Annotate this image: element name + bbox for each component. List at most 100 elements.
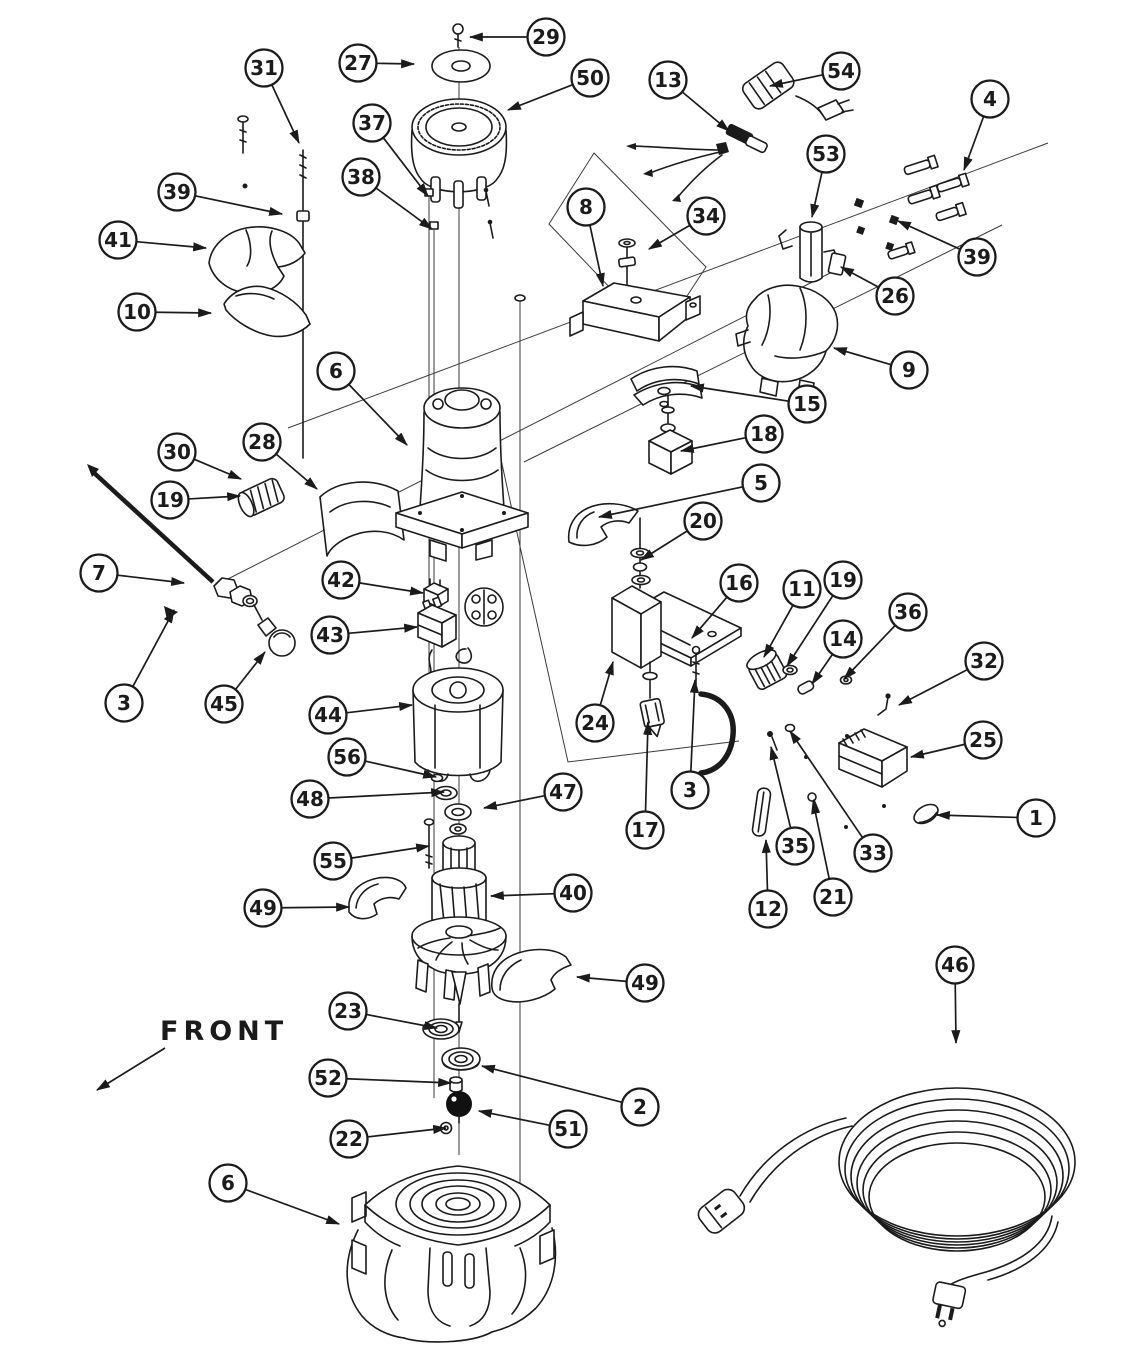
callout-number-20: 20 xyxy=(689,509,717,533)
callout-balloon-21 xyxy=(813,877,853,917)
front-indicator: FRONT xyxy=(96,1016,288,1091)
leader-arrow-49 xyxy=(281,902,351,912)
plug-connector xyxy=(795,95,854,121)
callout-balloon-42 xyxy=(321,560,361,600)
callout-balloon-39 xyxy=(157,172,197,212)
callout-balloon-48 xyxy=(290,779,330,819)
brush-ring xyxy=(464,587,504,627)
leader-arrow-1 xyxy=(935,810,1018,820)
callout-balloon-51 xyxy=(548,1109,588,1149)
callout-balloon-41 xyxy=(98,220,138,260)
callout-balloon-49 xyxy=(243,888,283,928)
callout-number-51: 51 xyxy=(554,1117,582,1141)
power-cord xyxy=(697,1087,1076,1328)
callout-balloon-14 xyxy=(823,619,863,659)
screw-3b xyxy=(691,645,701,685)
callout-number-19: 19 xyxy=(156,488,184,512)
callout-number-38: 38 xyxy=(347,165,375,189)
callout-balloon-26 xyxy=(875,276,915,316)
deflector-5 xyxy=(567,502,639,547)
callout-balloon-55 xyxy=(313,841,353,881)
callout-balloon-39 xyxy=(957,237,997,277)
callout-balloon-5 xyxy=(741,463,781,503)
deflector-49-left xyxy=(348,876,407,920)
leader-arrow-50 xyxy=(506,83,574,111)
switch xyxy=(648,395,693,475)
callout-balloon-3 xyxy=(670,770,710,810)
callout-number-9: 9 xyxy=(902,358,916,382)
callout-balloon-56 xyxy=(327,737,367,777)
callout-number-32: 32 xyxy=(970,649,998,673)
callout-number-56: 56 xyxy=(333,745,361,769)
leader-arrow-53 xyxy=(810,171,823,219)
callout-balloon-6 xyxy=(208,1163,248,1203)
leader-arrow-26 xyxy=(839,266,880,288)
callout-balloon-16 xyxy=(719,563,759,603)
callout-number-39: 39 xyxy=(163,180,191,204)
callout-number-29: 29 xyxy=(532,25,560,49)
callout-balloon-33 xyxy=(853,833,893,873)
leader-arrow-2 xyxy=(480,1064,623,1104)
base-housing xyxy=(346,1165,557,1343)
leader-arrow-13 xyxy=(681,91,730,132)
callout-balloon-18 xyxy=(744,414,784,454)
callout-balloon-1 xyxy=(1016,798,1056,838)
leader-arrow-17 xyxy=(643,720,653,812)
callout-balloon-13 xyxy=(648,60,688,100)
callout-balloon-44 xyxy=(308,695,348,735)
callout-number-17: 17 xyxy=(631,818,659,842)
callout-number-21: 21 xyxy=(819,885,847,909)
callout-balloon-8 xyxy=(566,187,606,227)
motor-housing xyxy=(735,284,839,397)
callout-number-24: 24 xyxy=(581,711,609,735)
callout-number-4: 4 xyxy=(983,87,997,111)
leader-arrow-35 xyxy=(769,745,792,829)
leader-arrow-54 xyxy=(768,73,824,88)
callout-balloon-31 xyxy=(244,48,284,88)
callout-number-33: 33 xyxy=(859,841,887,865)
leader-arrow-39 xyxy=(896,220,961,251)
callout-balloon-38 xyxy=(341,157,381,197)
callout-number-6: 6 xyxy=(329,359,343,383)
leader-arrow-7 xyxy=(117,574,186,587)
leader-arrow-42 xyxy=(359,582,425,596)
callout-number-49: 49 xyxy=(249,896,277,920)
leader-arrow-21 xyxy=(811,799,831,880)
leader-arrow-11 xyxy=(763,604,794,659)
callout-number-15: 15 xyxy=(793,392,821,416)
leader-arrow-19 xyxy=(786,595,834,667)
callout-balloon-29 xyxy=(526,17,566,57)
leader-arrow-18 xyxy=(679,436,747,453)
callout-number-31: 31 xyxy=(250,56,278,80)
callout-number-55: 55 xyxy=(319,849,347,873)
callout-balloon-47 xyxy=(543,772,583,812)
front-label: FRONT xyxy=(160,1016,288,1047)
leader-arrow-47 xyxy=(482,794,546,810)
leader-arrow-27 xyxy=(376,59,416,69)
callout-balloon-25 xyxy=(963,720,1003,760)
leader-arrow-5 xyxy=(597,485,744,519)
callout-number-1: 1 xyxy=(1029,806,1043,830)
leader-arrow-24 xyxy=(599,660,614,706)
leader-arrow-12 xyxy=(761,838,771,891)
callout-number-41: 41 xyxy=(104,228,132,252)
leader-arrow-43 xyxy=(348,623,419,635)
callout-number-6: 6 xyxy=(221,1171,235,1195)
callout-balloon-22 xyxy=(329,1119,369,1159)
callout-balloon-32 xyxy=(964,641,1004,681)
callout-number-40: 40 xyxy=(559,881,587,905)
callout-number-50: 50 xyxy=(576,66,604,90)
callout-number-28: 28 xyxy=(248,430,276,454)
callout-number-47: 47 xyxy=(549,780,577,804)
callout-number-43: 43 xyxy=(316,623,344,647)
callout-balloon-23 xyxy=(328,991,368,1031)
screw-cluster xyxy=(853,154,970,260)
callout-balloon-37 xyxy=(352,103,392,143)
callout-number-22: 22 xyxy=(335,1127,363,1151)
callout-balloon-54 xyxy=(821,51,861,91)
leader-arrow-49 xyxy=(575,973,627,983)
leader-arrow-10 xyxy=(155,308,213,318)
leader-arrow-8 xyxy=(589,224,605,288)
